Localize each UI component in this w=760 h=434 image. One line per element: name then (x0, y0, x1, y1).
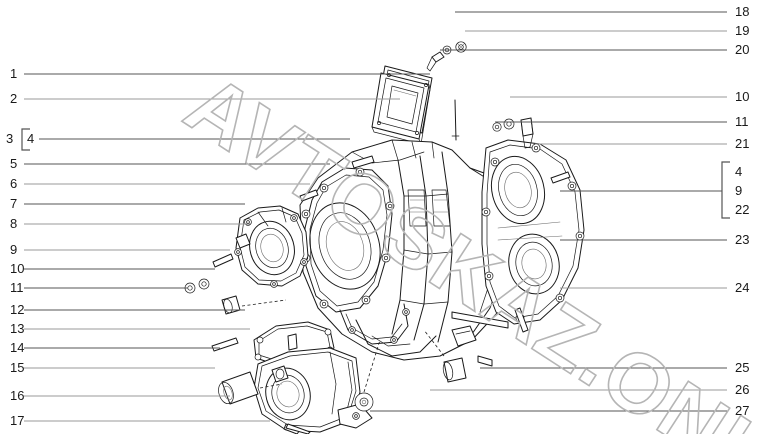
callout-number-19: 19 (735, 23, 750, 38)
callout-number-26: 26 (735, 382, 750, 397)
callout-number-15: 15 (10, 360, 25, 375)
part-bottom-bushings (354, 329, 467, 412)
callout-number-24: 24 (735, 280, 750, 295)
callout-number-9: 9 (735, 183, 743, 198)
callout-number-18: 18 (735, 4, 750, 19)
part-pin-long (211, 337, 239, 352)
callout-number-13: 13 (10, 321, 25, 336)
part-top-cover-plate (371, 65, 433, 145)
callout-number-21: 21 (735, 136, 750, 151)
part-bearing-carrier-upper (234, 205, 309, 288)
callout-number-22: 22 (735, 202, 750, 217)
part-dowel-and-nuts (184, 253, 234, 294)
part-main-gearbox-housing (299, 139, 521, 367)
callout-number-10: 10 (735, 89, 750, 104)
callout-number-5: 5 (10, 156, 18, 171)
callout-number-23: 23 (735, 232, 750, 247)
callout-leader-lines (24, 11, 727, 422)
callout-number-12: 12 (10, 302, 25, 317)
callout-number-3: 3 (6, 131, 14, 146)
callout-number-8: 8 (10, 216, 18, 231)
callout-number-25: 25 (735, 360, 750, 375)
callout-number-16: 16 (10, 388, 25, 403)
callout-number-17: 17 (10, 413, 25, 428)
callout-number-6: 6 (10, 176, 18, 191)
part-stud-bottom (285, 423, 311, 434)
callout-number-20: 20 (735, 42, 750, 57)
callout-number-4: 4 (27, 131, 35, 146)
callout-number-2: 2 (10, 91, 18, 106)
part-top-bolt-and-washers (426, 41, 467, 72)
callout-number-4: 4 (735, 164, 743, 179)
callout-number-14: 14 (10, 340, 25, 355)
callout-number-9: 9 (10, 242, 18, 257)
part-sleeve-seal (218, 371, 283, 405)
part-bushing-small (221, 295, 287, 315)
callout-number-7: 7 (10, 196, 18, 211)
callout-number-11: 11 (735, 114, 749, 129)
callout-number-10: 10 (10, 261, 25, 276)
callout-number-1: 1 (10, 66, 18, 81)
callout-number-11: 11 (10, 280, 24, 295)
callout-number-27: 27 (735, 403, 750, 418)
part-center-connectors (299, 99, 460, 202)
part-right-clutch-housing (481, 117, 585, 333)
